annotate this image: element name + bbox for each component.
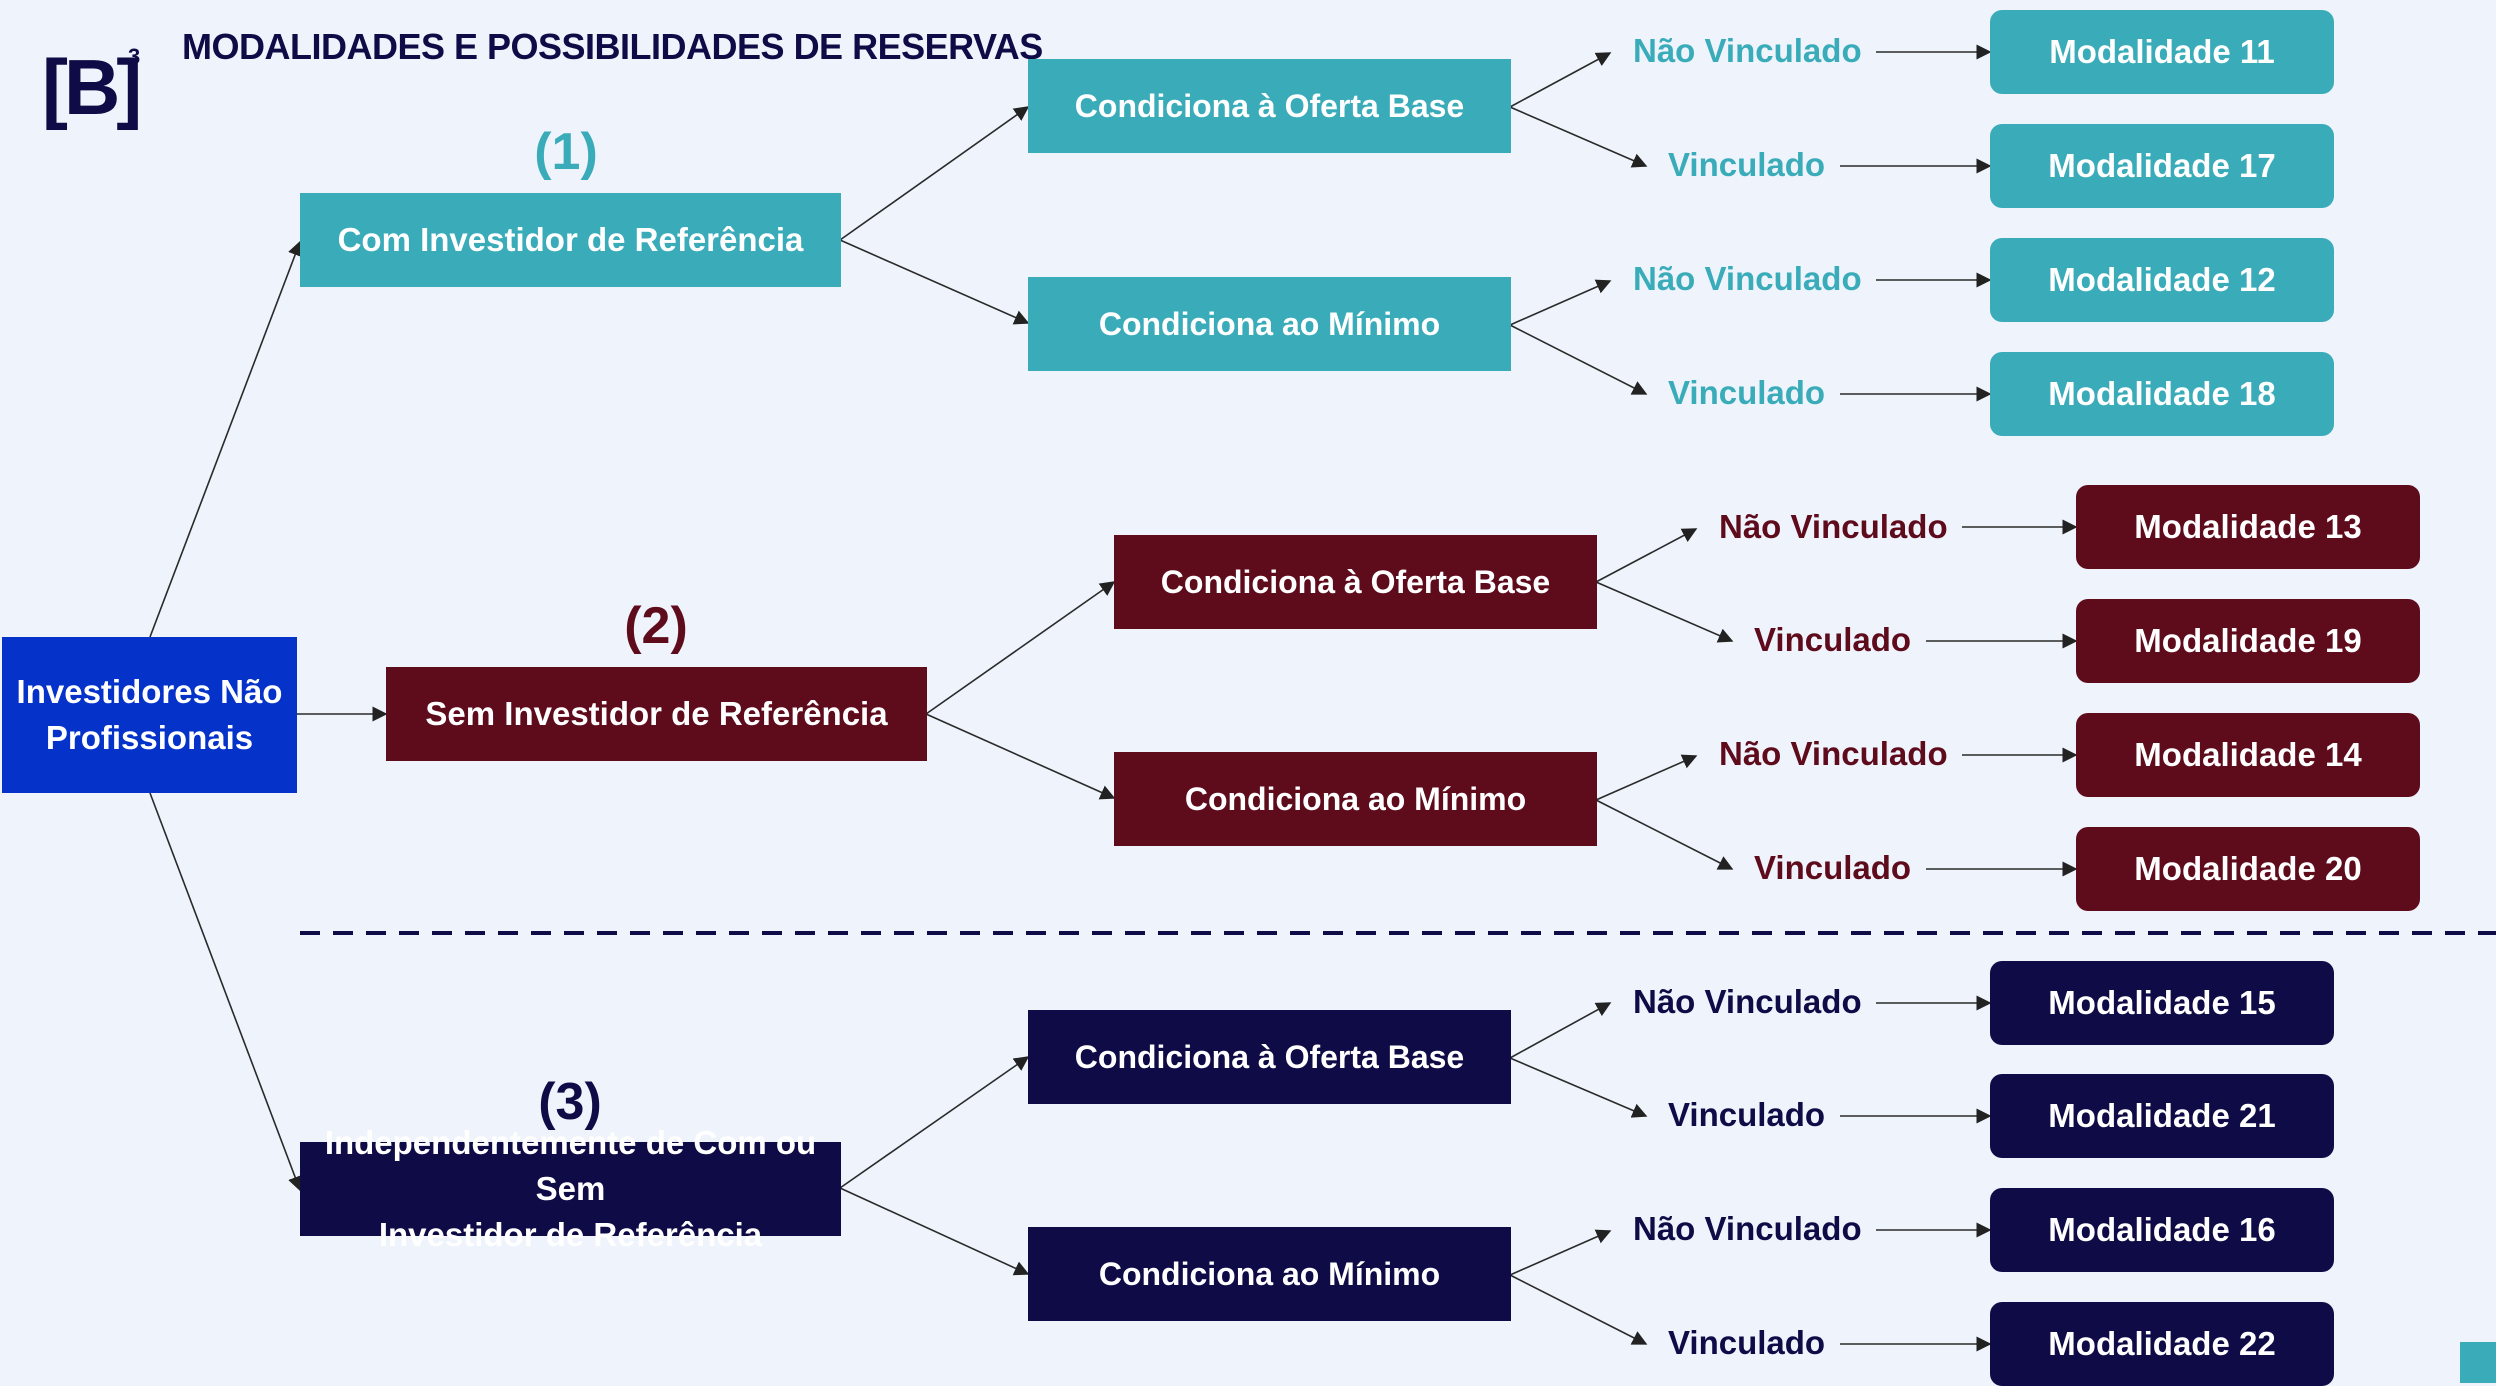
corner-tab xyxy=(2460,1342,2496,1383)
modality-11: Modalidade 11 xyxy=(1990,10,2334,94)
option-nao-vinculado: Não Vinculado xyxy=(1633,1210,1862,1247)
option-vinculado: Vinculado xyxy=(1668,1096,1826,1133)
option-nao-vinculado: Não Vinculado xyxy=(1633,32,1862,69)
arrow-group3-to-oferta xyxy=(839,1056,1030,1189)
page-title: MODALIDADES E POSSIBILIDADES DE RESERVAS xyxy=(182,26,1043,67)
option-vinculado: Vinculado xyxy=(1668,374,1826,411)
modality-16: Modalidade 16 xyxy=(1990,1188,2334,1272)
group-1-condition-oferta-base: Condiciona à Oferta Base xyxy=(1028,59,1511,153)
option-vinculado: Vinculado xyxy=(1754,621,1912,658)
modality-20: Modalidade 20 xyxy=(2076,827,2420,911)
arrow-group1-to-minimo xyxy=(839,239,1030,325)
arrow-group1-to-oferta xyxy=(839,106,1030,241)
option-nao-vinculado: Não Vinculado xyxy=(1633,260,1862,297)
modality-15: Modalidade 15 xyxy=(1990,961,2334,1045)
group-3-label-line-1: Independentemente de Com ou Sem xyxy=(324,1124,817,1207)
root-node-investidores: Investidores Não Profissionais xyxy=(2,637,297,793)
modality-18: Modalidade 18 xyxy=(1990,352,2334,436)
group-3-number: (3) xyxy=(538,1073,602,1131)
root-label-line-1: Investidores Não xyxy=(16,673,283,710)
modality-13: Modalidade 13 xyxy=(2076,485,2420,569)
group-2-node: Sem Investidor de Referência xyxy=(386,667,927,761)
arrow-group3-to-minimo xyxy=(839,1187,1030,1276)
arrow-group2-to-minimo xyxy=(925,713,1116,800)
modality-19: Modalidade 19 xyxy=(2076,599,2420,683)
arrow-root-to-group-1 xyxy=(149,240,303,638)
group-3-condition-minimo: Condiciona ao Mínimo xyxy=(1028,1227,1511,1321)
group-2-number: (2) xyxy=(624,597,688,655)
option-nao-vinculado: Não Vinculado xyxy=(1719,508,1948,545)
group-1-condition-minimo: Condiciona ao Mínimo xyxy=(1028,277,1511,371)
arrow-group2-to-oferta xyxy=(925,581,1116,715)
option-vinculado: Vinculado xyxy=(1754,849,1912,886)
modality-22: Modalidade 22 xyxy=(1990,1302,2334,1386)
arrow-root-to-group-3 xyxy=(149,792,303,1192)
b3-logo: [B] 3 xyxy=(42,43,142,131)
group-2-condition-minimo: Condiciona ao Mínimo xyxy=(1114,752,1597,846)
group-2-condition-oferta-base: Condiciona à Oferta Base xyxy=(1114,535,1597,629)
option-nao-vinculado: Não Vinculado xyxy=(1633,983,1862,1020)
group-3-label-line-2: Investidor de Referência xyxy=(378,1216,763,1253)
modality-21: Modalidade 21 xyxy=(1990,1074,2334,1158)
root-label-line-2: Profissionais xyxy=(45,719,254,756)
option-vinculado: Vinculado xyxy=(1668,146,1826,183)
modality-12: Modalidade 12 xyxy=(1990,238,2334,322)
group-1-number: (1) xyxy=(534,123,598,181)
modality-14: Modalidade 14 xyxy=(2076,713,2420,797)
group-3-condition-oferta-base: Condiciona à Oferta Base xyxy=(1028,1010,1511,1104)
group-3-node: Independentemente de Com ou Sem Investid… xyxy=(300,1124,841,1253)
group-1-node: Com Investidor de Referência xyxy=(300,193,841,287)
option-vinculado: Vinculado xyxy=(1668,1324,1826,1361)
option-nao-vinculado: Não Vinculado xyxy=(1719,735,1948,772)
modality-17: Modalidade 17 xyxy=(1990,124,2334,208)
